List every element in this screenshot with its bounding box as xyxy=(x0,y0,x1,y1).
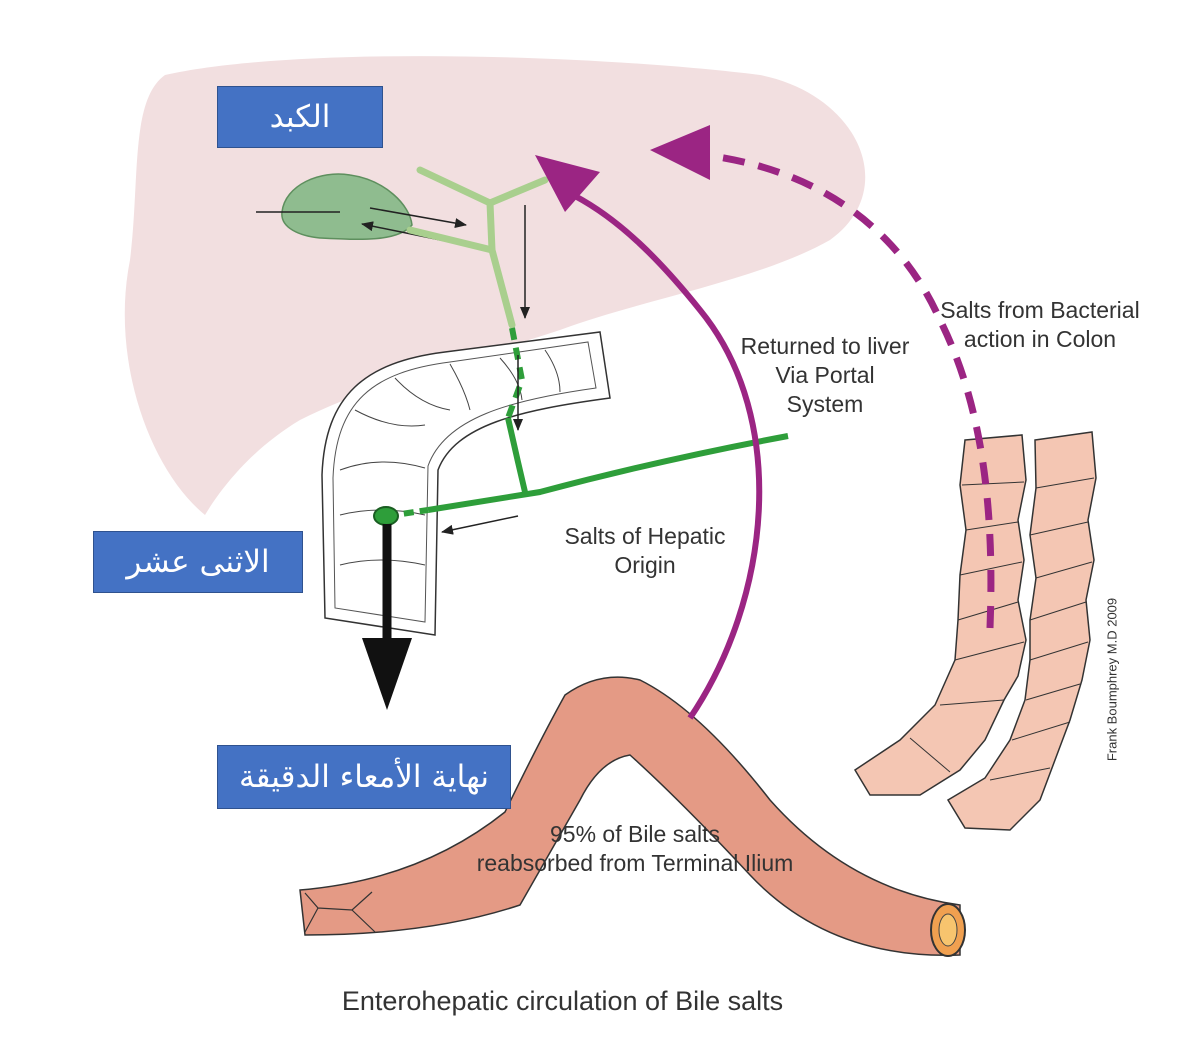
duodenum-outer xyxy=(321,331,611,636)
gallbladder-shape xyxy=(281,173,413,241)
hepatic-salts-path xyxy=(427,433,789,513)
portal-return-arc xyxy=(573,193,763,720)
bile-ducts-light xyxy=(406,166,549,329)
ileum-valve xyxy=(304,891,376,933)
big-arrow-head xyxy=(362,638,412,710)
bile-duct-main xyxy=(505,417,528,493)
ileum xyxy=(299,676,961,957)
duodenum-inner xyxy=(332,341,597,623)
terminal-ileum-label: نهاية الأمعاء الدقيقة xyxy=(217,745,511,809)
signature-text: Frank Boumphrey M.D 2009 xyxy=(1104,597,1120,762)
liver-label: الكبد xyxy=(217,86,383,148)
bacterial-salts-text: Salts from Bacterial action in Colon xyxy=(940,297,1140,352)
duodenum-label: الاثنى عشر xyxy=(93,531,303,593)
ampulla xyxy=(373,506,399,526)
hepatic-salts-text: Salts of Hepatic Origin xyxy=(564,523,726,578)
colon xyxy=(853,431,1097,831)
returned-to-liver-text: Returned to liver Via Portal System xyxy=(740,333,910,417)
arrow-into-duodenum xyxy=(441,515,519,535)
portal-return-arrowhead xyxy=(535,155,600,212)
diagram-caption: Enterohepatic circulation of Bile salts xyxy=(341,986,784,1016)
reabsorbed-text: 95% of Bile salts reabsorbed from Termin… xyxy=(476,821,794,876)
bacterial-return-arc xyxy=(704,151,995,629)
arrow-to-duct xyxy=(369,207,467,229)
liver-shape xyxy=(124,56,866,515)
bacterial-return-arrowhead xyxy=(650,125,710,180)
ileum-lumen xyxy=(938,913,958,947)
